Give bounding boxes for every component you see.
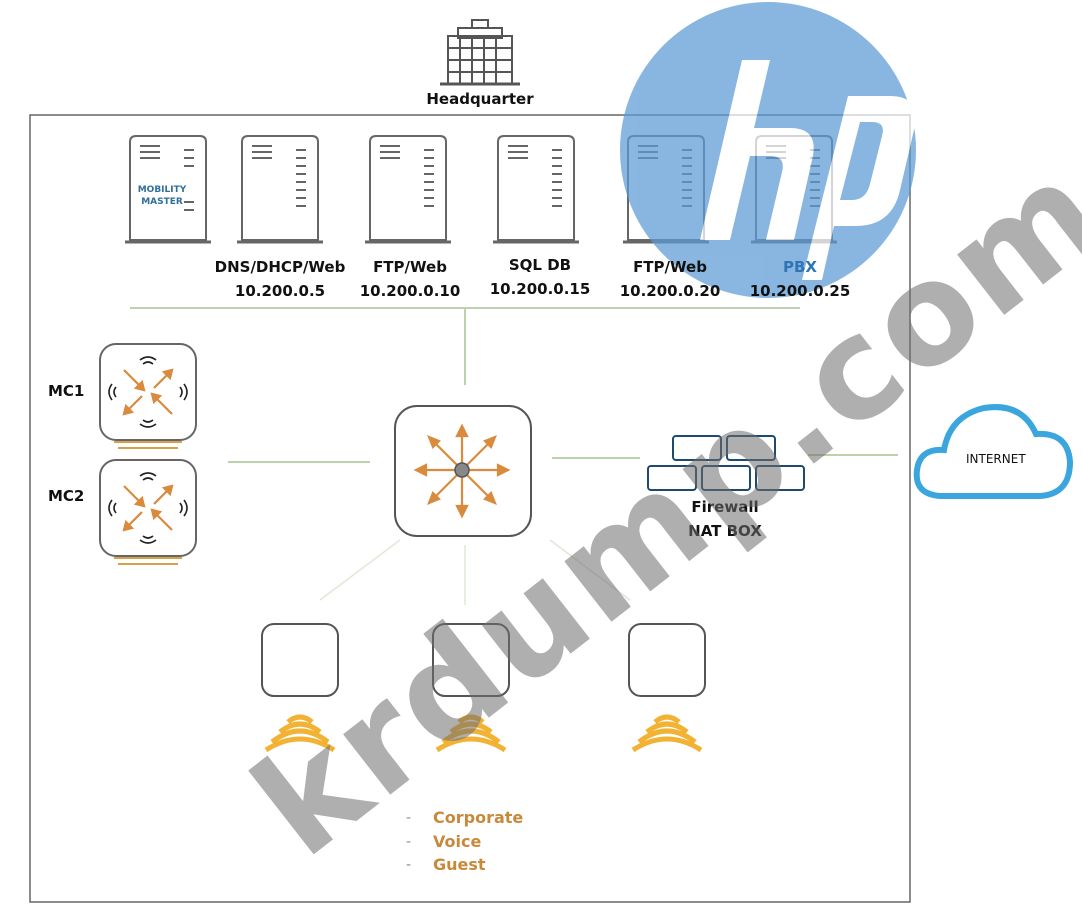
controller-label-mc2: MC2 — [48, 487, 85, 505]
nat-box-label: NAT BOX — [688, 522, 762, 540]
ap-link-line-3 — [549, 539, 631, 601]
access-point-icon — [261, 623, 339, 697]
server-ip-ftp-web-2: 10.200.0.20 — [619, 282, 721, 300]
server-name-sql-db: SQL DB — [508, 256, 572, 274]
ssid-guest: Guest — [433, 855, 486, 874]
server-name-ftp-web-1: FTP/Web — [373, 258, 447, 276]
core-switch-icon — [394, 405, 532, 537]
ssid-bullet: - — [406, 810, 412, 826]
firewall-label: Firewall — [691, 498, 759, 516]
server-ip-dns-dhcp-web: 10.200.0.5 — [234, 282, 326, 300]
headquarter-boundary — [29, 114, 911, 903]
internet-label: INTERNET — [966, 452, 1026, 466]
controller-label-mc1: MC1 — [48, 382, 85, 400]
headquarter-label: Headquarter — [426, 90, 534, 108]
server-ip-sql-db: 10.200.0.15 — [489, 280, 591, 298]
wifi-signal-icon — [435, 714, 507, 753]
ssid-voice: Voice — [433, 832, 482, 851]
controller-icon — [99, 343, 197, 449]
wifi-signal-icon — [631, 714, 703, 753]
mobility-master-line2: MASTER — [141, 197, 183, 207]
ssid-corporate: Corporate — [433, 808, 524, 827]
server-name-ftp-web-2: FTP/Web — [633, 258, 707, 276]
server-icon — [493, 135, 579, 244]
controller-icon — [99, 459, 197, 565]
wifi-signal-icon — [264, 714, 336, 753]
server-ip-pbx: 10.200.0.25 — [749, 282, 851, 300]
server-icon — [125, 135, 211, 244]
ssid-bullet: - — [406, 857, 412, 873]
access-point-icon — [432, 623, 510, 697]
cloud-icon — [913, 404, 1074, 499]
server-name-pbx: PBX — [783, 258, 817, 276]
mobility-master-label: MOBILITY MASTER — [130, 184, 194, 208]
server-name-dns-dhcp-web: DNS/DHCP/Web — [214, 258, 346, 276]
access-point-icon — [628, 623, 706, 697]
mobility-master-line1: MOBILITY — [137, 185, 187, 195]
server-icon — [365, 135, 451, 244]
server-ip-ftp-web-1: 10.200.0.10 — [359, 282, 461, 300]
firewall-icon — [647, 435, 805, 491]
ap-link-line-1 — [319, 539, 401, 601]
building-icon — [440, 19, 520, 86]
server-icon — [237, 135, 323, 244]
hp-logo-watermark — [620, 2, 916, 298]
ssid-bullet: - — [406, 834, 412, 850]
